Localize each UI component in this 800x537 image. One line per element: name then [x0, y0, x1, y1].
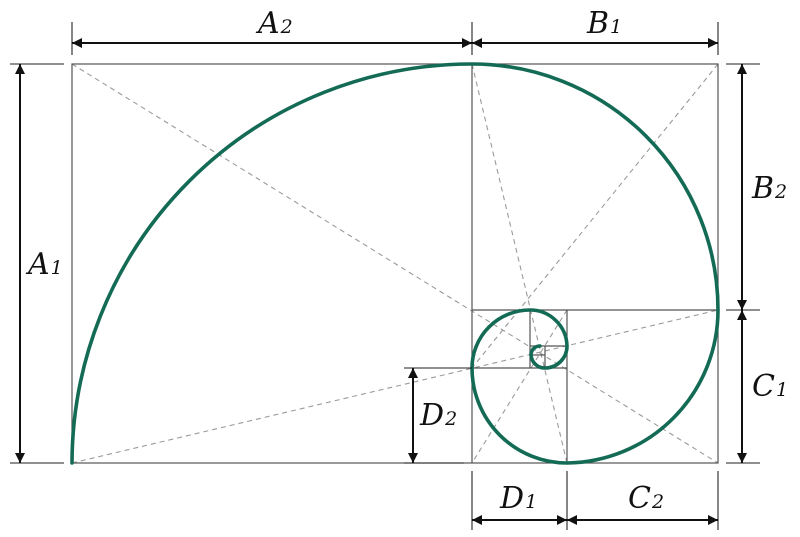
guide-diagonal-cross — [71, 309, 719, 464]
guide-diagonal-b-square-cross — [471, 63, 719, 369]
dimension-arrows — [15, 38, 747, 525]
guide-diagonal-main — [71, 63, 719, 464]
diagonal-guides — [71, 63, 719, 464]
outer-rectangle — [71, 63, 719, 464]
label-b2: B2 — [751, 171, 787, 206]
label-c1: C1 — [752, 369, 788, 404]
label-d2: D2 — [419, 398, 457, 433]
guide-diagonal-c-square — [471, 309, 568, 464]
label-b1: B1 — [586, 6, 622, 41]
label-c2: C2 — [628, 481, 664, 516]
guide-diagonal-b-square — [471, 63, 568, 464]
extension-lines — [10, 22, 760, 530]
label-a2: A2 — [255, 6, 293, 41]
label-d1: D1 — [499, 481, 537, 516]
golden-spiral — [70, 62, 720, 465]
label-a1: A1 — [25, 247, 63, 282]
